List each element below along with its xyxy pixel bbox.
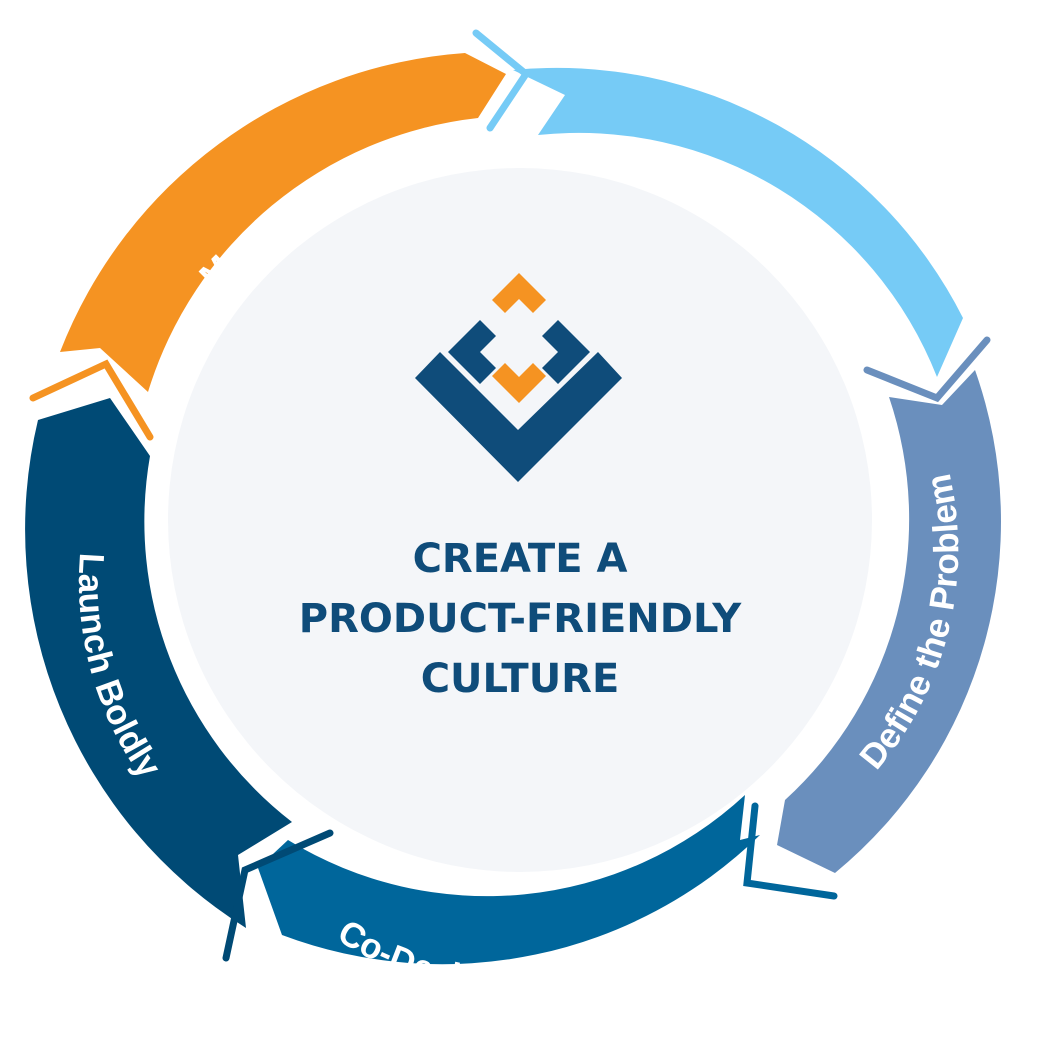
diamond-logo-icon: [415, 273, 622, 482]
segment-align-arrow: [513, 67, 963, 377]
segment-codesign-arrow: [258, 795, 760, 965]
chevron-accent-align: [472, 29, 531, 132]
logo-orange-top: [492, 273, 546, 313]
chevron-accents: [29, 29, 991, 962]
segment-manage-arrow: [60, 53, 506, 392]
center-title-line-3: CULTURE: [421, 656, 620, 702]
ring-segments: [25, 53, 1001, 965]
chevron-accent-codesign: [743, 802, 838, 900]
center-title-line-2: PRODUCT-FRIENDLY: [299, 596, 742, 642]
center-title-line-1: CREATE A: [413, 536, 628, 582]
chevron-accent-manage: [29, 359, 154, 441]
segment-launch-arrow: [25, 398, 293, 928]
logo-bracket-left: [448, 320, 496, 384]
chevron-accent-define: [863, 336, 991, 403]
logo-outer-v: [415, 352, 622, 482]
logo-bracket-right: [542, 320, 590, 384]
inner-circle: [168, 168, 872, 872]
center-title: CREATE A PRODUCT-FRIENDLY CULTURE: [299, 536, 742, 702]
segment-define-arrow: [777, 370, 1001, 873]
chevron-accent-launch: [222, 829, 334, 962]
logo-orange-bottom: [492, 363, 546, 403]
